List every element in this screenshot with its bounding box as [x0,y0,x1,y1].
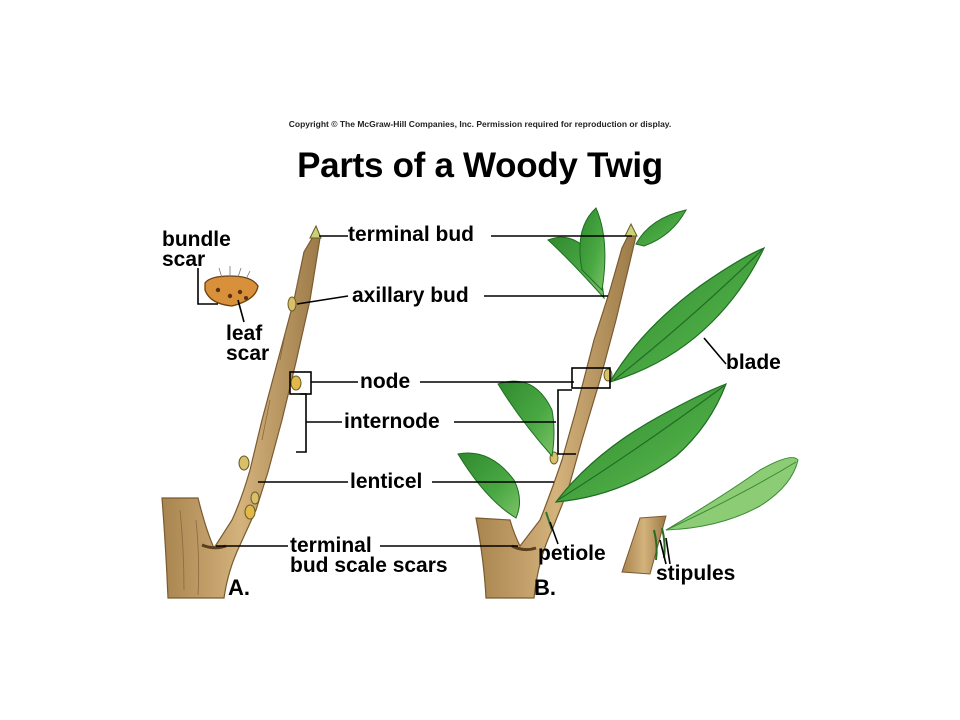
leader-bundle-scar [197,268,218,305]
label-terminal-bud: terminal bud [348,223,475,246]
bundle-scar-dot [215,287,221,293]
label-bundle-scar: bundle scar [162,228,231,271]
bundle-scar-dot [244,296,248,300]
lower-bud-1 [238,455,250,471]
label-petiole: petiole [538,542,606,565]
label-node: node [360,370,411,393]
leader-leaf-scar [237,299,245,323]
leader-stipules [659,537,671,565]
bundle-scar-dot [227,293,233,299]
bundle-scar-dot [237,289,243,295]
leaf-top-right [635,209,687,247]
stipule-leaf [665,457,799,531]
label-lenticel: lenticel [350,470,423,493]
leaf-lower-right [554,382,728,503]
lower-bud-3 [244,504,256,520]
copyright-notice: Copyright © The McGraw-Hill Companies, I… [288,119,672,129]
bud-scale-scar-ring-b [511,544,537,552]
internode-bracket-b [557,389,576,455]
label-scale-scars-line1: terminal [290,534,372,557]
leaf-scar-shape [204,275,259,307]
terminal-bud-b [624,222,638,237]
hair-strokes [218,266,251,280]
label-leaf-scar-line2: scar [226,342,270,365]
panel-label-b: B. [534,575,556,600]
stipule-twig [621,457,799,575]
label-internode: internode [344,410,440,433]
label-blade: blade [726,351,781,374]
blade-midrib [613,249,763,381]
leaf-lower-midrib [557,385,725,501]
lower-bud-2 [250,491,260,505]
terminal-bud-a [309,224,322,239]
twig-a [161,224,322,599]
axillary-bud-a [287,296,297,312]
node-box-b [571,367,611,389]
label-bundle-scar-line2: scar [162,248,206,271]
label-leaf-scar-line1: leaf [226,322,263,345]
leader-lines [197,235,727,565]
internode-bracket-a [296,393,307,453]
diagram-title: Parts of a Woody Twig [297,146,663,185]
label-leaf-scar: leaf scar [226,322,270,365]
panel-label-a: A. [228,575,250,600]
label-bundle-scar-line1: bundle [162,228,231,251]
leader-axillary-bud-a [296,295,349,305]
label-terminal-bud-scale-scars: terminal bud scale scars [290,534,448,577]
label-axillary-bud: axillary bud [352,284,469,307]
twig-b-stem [475,231,637,599]
leaf-scar-closeup [204,266,259,307]
label-scale-scars-line2: bud scale scars [290,554,448,577]
stipule-leaf-midrib [665,461,797,531]
node-bud-a [290,375,302,391]
blade-leaf [608,246,766,384]
leaf-left-low [457,452,520,519]
bark-texture [179,269,301,596]
leader-petiole [549,521,559,545]
leaf-left-mid [497,380,555,458]
leader-blade [703,337,727,365]
twig-b [457,207,766,599]
label-stipules: stipules [656,562,736,585]
leaf-top-left-2 [579,207,606,292]
